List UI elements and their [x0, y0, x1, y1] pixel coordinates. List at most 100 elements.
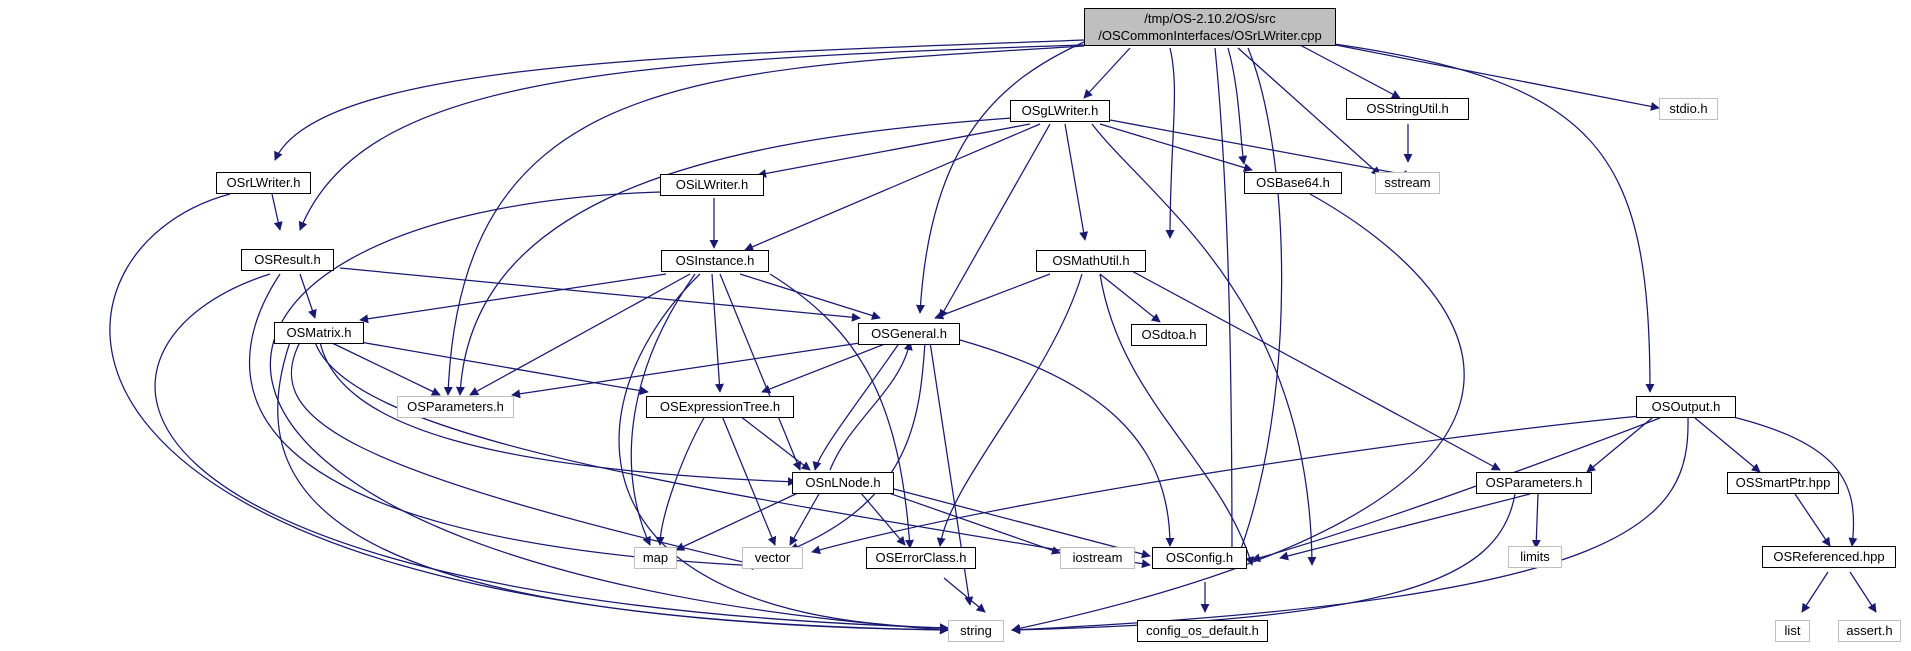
- node-map[interactable]: map: [634, 547, 677, 569]
- edge: [1227, 47, 1248, 165]
- root-node-osrlwriter-cpp[interactable]: /tmp/OS-2.10.2/OS/src /OSCommonInterface…: [1084, 8, 1336, 46]
- edge: [511, 339, 881, 399]
- node-osexpressiontree-h[interactable]: OSExpressionTree.h: [646, 396, 794, 418]
- edge: [675, 491, 801, 551]
- node-assert-h[interactable]: assert.h: [1838, 620, 1901, 642]
- node-list[interactable]: list: [1775, 620, 1810, 642]
- edge: [936, 273, 1083, 547]
- edge: [339, 267, 861, 322]
- node-osilwriter-h[interactable]: OSiLWriter.h: [660, 174, 764, 196]
- node-osglwriter-h[interactable]: OSgLWriter.h: [1010, 100, 1110, 122]
- edge: [1279, 493, 1531, 561]
- edge: [1801, 571, 1829, 613]
- edge: [1129, 269, 1501, 471]
- edge: [1214, 47, 1237, 566]
- node-osbase64-h[interactable]: OSBase64.h: [1244, 172, 1342, 194]
- node-osdtoa-h[interactable]: OSdtoa.h: [1131, 324, 1207, 346]
- edge: [359, 273, 667, 324]
- node-vector[interactable]: vector: [742, 547, 803, 569]
- node-sstream[interactable]: sstream: [1375, 172, 1440, 194]
- edge: [789, 341, 926, 552]
- edge: [1011, 417, 1689, 635]
- node-ossmartptr-hpp[interactable]: OSSmartPtr.hpp: [1727, 472, 1839, 494]
- edge: [934, 273, 1051, 320]
- edge: [1319, 41, 1655, 393]
- node-osstringutil-h[interactable]: OSStringUtil.h: [1346, 98, 1469, 120]
- edge: [811, 415, 1641, 555]
- edge: [812, 341, 901, 471]
- edge: [1849, 571, 1877, 613]
- edge: [943, 577, 986, 613]
- edge: [443, 45, 1085, 396]
- edge: [1299, 44, 1401, 99]
- edge: [1099, 273, 1161, 323]
- edge: [359, 341, 649, 396]
- node-osnlnode-h[interactable]: OSnLNode.h: [792, 472, 894, 494]
- node-osmatrix-h[interactable]: OSMatrix.h: [274, 322, 364, 344]
- edge: [1099, 123, 1253, 172]
- edge: [269, 191, 949, 634]
- edge: [739, 273, 881, 320]
- edge: [1694, 417, 1761, 473]
- edge: [618, 273, 949, 633]
- node-osparameters-h-external[interactable]: OSParameters.h: [397, 396, 514, 418]
- edge: [711, 273, 724, 393]
- edge: [154, 273, 949, 633]
- edge: [721, 415, 777, 546]
- edge: [1064, 123, 1089, 241]
- node-osrlwriter-h[interactable]: OSrLWriter.h: [216, 172, 311, 194]
- edge: [274, 39, 1085, 161]
- node-osinstance-h[interactable]: OSInstance.h: [661, 250, 769, 272]
- node-config-os-default-h[interactable]: config_os_default.h: [1137, 620, 1268, 642]
- edge: [1109, 119, 1413, 179]
- edge: [290, 341, 761, 569]
- edge: [299, 273, 317, 319]
- edge: [859, 491, 906, 546]
- edge: [1586, 417, 1653, 473]
- node-iostream[interactable]: iostream: [1060, 547, 1135, 569]
- edge: [769, 273, 914, 549]
- node-osgeneral-h[interactable]: OSGeneral.h: [858, 323, 960, 345]
- node-osresult-h[interactable]: OSResult.h: [241, 249, 334, 271]
- node-limits[interactable]: limits: [1508, 546, 1562, 568]
- edge: [109, 193, 949, 635]
- edge: [1233, 47, 1283, 566]
- edge: [761, 341, 891, 394]
- edge: [319, 341, 797, 487]
- edge: [271, 193, 283, 231]
- node-osmathutil-h[interactable]: OSMathUtil.h: [1036, 250, 1146, 272]
- edge: [829, 341, 913, 471]
- include-edges: [109, 39, 1877, 635]
- edge: [314, 341, 1151, 569]
- edge: [1531, 493, 1541, 549]
- edge: [1794, 493, 1831, 547]
- node-osparameters-h[interactable]: OSParameters.h: [1476, 472, 1592, 494]
- edge: [1099, 273, 1254, 566]
- edge: [298, 44, 1085, 231]
- edge: [719, 273, 802, 471]
- edge: [1083, 47, 1131, 99]
- edge: [959, 339, 1175, 547]
- edge: [889, 487, 1151, 559]
- root-path-line2: /OSCommonInterfaces/OSrLWriter.cpp: [1098, 28, 1322, 43]
- edge: [277, 341, 949, 635]
- edge: [630, 273, 696, 546]
- node-osreferenced-hpp[interactable]: OSReferenced.hpp: [1762, 546, 1896, 568]
- edge: [455, 117, 1013, 396]
- node-oserrorclass-h[interactable]: OSErrorClass.h: [866, 547, 976, 569]
- edge: [739, 415, 811, 471]
- root-path-line1: /tmp/OS-2.10.2/OS/src: [1144, 11, 1276, 26]
- node-stdio-h[interactable]: stdio.h: [1659, 98, 1718, 120]
- edge: [1091, 123, 1317, 566]
- node-osconfig-h[interactable]: OSConfig.h: [1152, 547, 1247, 569]
- edge: [655, 415, 706, 546]
- node-string[interactable]: string: [948, 620, 1004, 642]
- edge: [789, 491, 821, 546]
- edge: [329, 341, 441, 396]
- edge: [469, 273, 691, 396]
- edge: [744, 123, 1041, 251]
- edge: [915, 41, 1085, 314]
- node-osoutput-h[interactable]: OSOutput.h: [1636, 396, 1736, 418]
- edge: [1251, 417, 1661, 563]
